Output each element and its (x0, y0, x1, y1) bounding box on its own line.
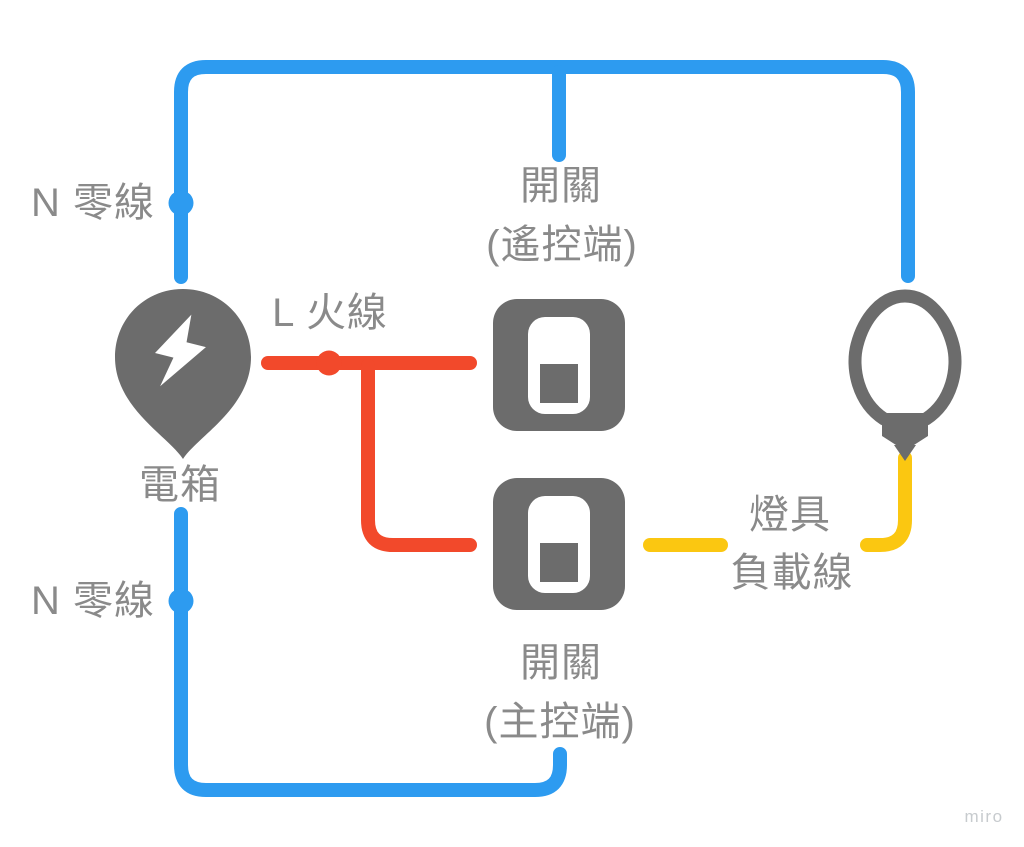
label-load-line2: 負載線 (730, 551, 854, 595)
rocker-switch-main-icon (493, 478, 625, 610)
bulb-glass-outline (848, 289, 962, 426)
label-switch-main-subtitle: (主控端) (484, 700, 636, 744)
label-power-box: 電箱 (139, 463, 221, 507)
label-switch-main-title: 開關 (520, 641, 602, 685)
switch-main-button (540, 543, 578, 582)
live-junction-dot (316, 350, 342, 376)
neutral-junction-dot-top (168, 190, 194, 216)
neutral-junction-dot-bottom (168, 588, 194, 614)
miro-watermark: miro (964, 807, 1004, 826)
label-switch-remote-subtitle: (遙控端) (486, 223, 638, 267)
lightning-bolt-icon (155, 314, 206, 387)
light-bulb-icon (848, 289, 962, 461)
label-switch-remote-title: 開關 (520, 164, 602, 208)
neutral-wire-top-loop (174, 60, 915, 284)
live-wire-branch-to-main-switch (361, 359, 477, 552)
rocker-switch-remote-icon (493, 299, 625, 431)
label-load-line1: 燈具 (749, 493, 831, 537)
label-live: L 火線 (272, 291, 388, 335)
label-neutral-bottom: N 零線 (31, 579, 155, 623)
bulb-tip (894, 445, 916, 461)
bulb-base (882, 413, 928, 445)
power-box-pin-body (115, 289, 251, 459)
switch-remote-button (540, 364, 578, 403)
neutral-wire-bottom-loop (174, 507, 567, 797)
label-neutral-top: N 零線 (31, 181, 155, 225)
power-box-pin-icon (115, 289, 251, 459)
load-wire-to-bulb (860, 451, 912, 552)
